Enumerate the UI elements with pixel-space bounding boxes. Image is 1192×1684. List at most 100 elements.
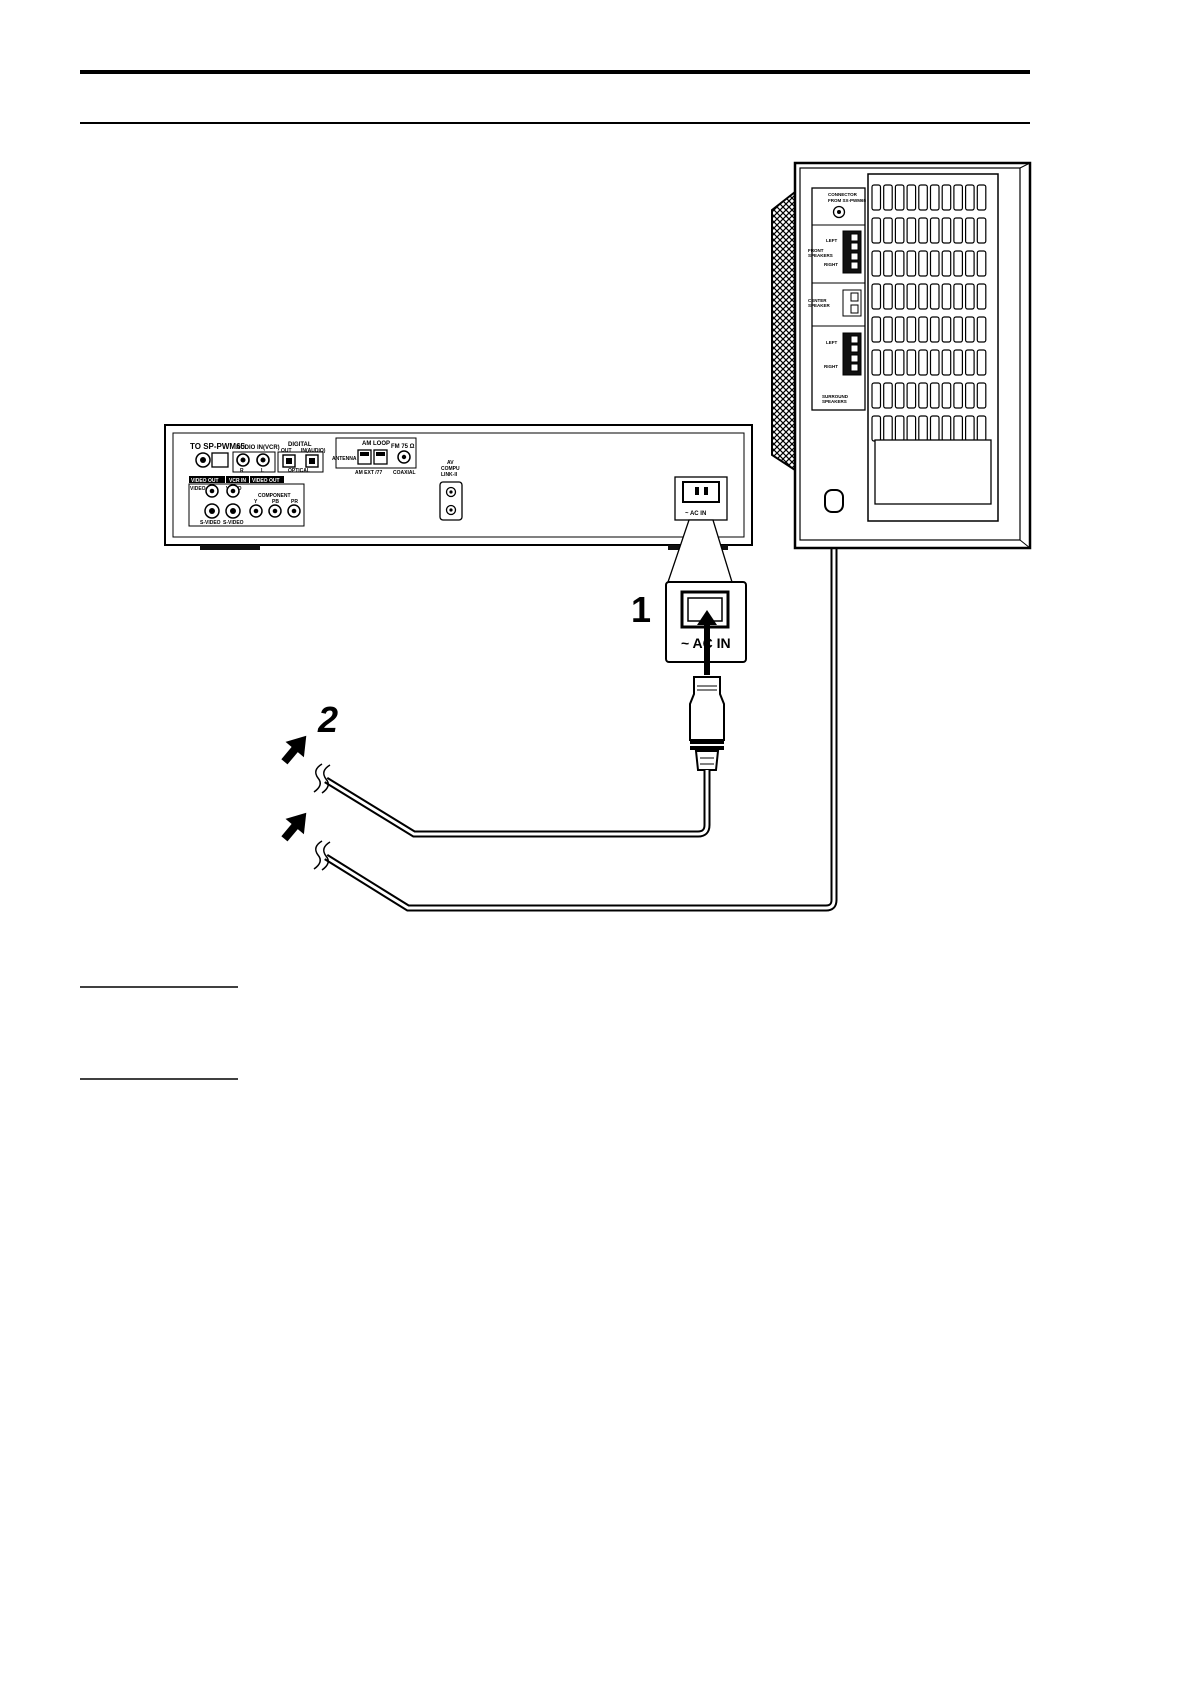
vent-slot [941, 349, 952, 376]
step-1-number: 1 [631, 589, 651, 630]
vent-slot [964, 250, 975, 277]
spk-label-left-b: LEFT [826, 340, 837, 345]
vent-slot [918, 184, 928, 211]
spk-label-surround-1: SURROUND [822, 394, 849, 399]
vent-slot [976, 250, 987, 277]
vent-slot [906, 184, 917, 211]
unit-label-in-audio: IN(AUDIO) [301, 448, 326, 454]
vent-slot [918, 415, 928, 442]
vent-slot [883, 250, 893, 277]
vent-slot [894, 217, 905, 244]
antenna-terminals: AM EXT /77 COAXIAL [335, 437, 417, 476]
vent-slot [953, 184, 964, 211]
spk-label-front-1: FRONT [808, 248, 824, 253]
vent-slot [906, 349, 917, 376]
vent-slot [964, 217, 975, 244]
vent-slot [871, 316, 882, 343]
vent-slot [976, 415, 987, 442]
power-cord-subwoofer [324, 500, 838, 912]
insert-arrow-head [697, 610, 717, 625]
vent-slot [941, 415, 952, 442]
outlet-arrow-upper [281, 735, 307, 765]
vent-slot [953, 316, 964, 343]
vent-slot [953, 415, 964, 442]
vent-slot [964, 349, 975, 376]
vent-slot [929, 349, 940, 376]
spk-label-surround-2: SPEAKERS [822, 399, 847, 404]
connection-diagram: TO SP-PWM65 AUDIO IN(VCR) DIGITAL OUT IN… [80, 70, 1032, 1080]
vent-slot [929, 283, 940, 310]
vent-slot [894, 382, 905, 409]
unit-label-av-compu-2: COMPU [441, 466, 460, 472]
vent-slot [929, 316, 940, 343]
power-plug [689, 676, 725, 771]
spk-label-connector-1: CONNECTOR [828, 192, 858, 197]
vent-slot [929, 250, 940, 277]
vent-slot [906, 217, 917, 244]
unit-label-y: Y [254, 499, 258, 505]
spk-label-center-1: CENTER [808, 298, 827, 303]
vent-slot [906, 283, 917, 310]
vent-slot [953, 283, 964, 310]
vent-slot [941, 184, 952, 211]
vent-slot [941, 382, 952, 409]
vent-slot [976, 184, 987, 211]
vent-slot [883, 184, 893, 211]
vent-slot [871, 349, 882, 376]
vent-slot [871, 415, 882, 442]
main-unit-rear-panel: TO SP-PWM65 AUDIO IN(VCR) DIGITAL OUT IN… [164, 424, 753, 550]
vent-slot [871, 283, 882, 310]
unit-label-video-a: VIDEO [190, 486, 206, 492]
vent-slot [894, 250, 905, 277]
unit-label-title: TO SP-PWM65 [190, 442, 246, 451]
vent-slot [953, 250, 964, 277]
vent-slot [894, 415, 905, 442]
vent-slot [929, 217, 940, 244]
unit-label-l: L [261, 468, 264, 474]
vent-slot [871, 382, 882, 409]
audio-in-group: R L [232, 451, 276, 474]
vent-slot [894, 184, 905, 211]
unit-label-av-compu-1: AV [447, 460, 454, 466]
unit-label-am-loop: AM LOOP [362, 441, 390, 447]
unit-label-antenna: ANTENNA [332, 456, 357, 462]
vent-slot [964, 184, 975, 211]
unit-label-av-compu-3: LINK-II [441, 472, 458, 478]
unit-label-video-out-b: VIDEO OUT [252, 478, 280, 484]
unit-label-audio-in: AUDIO IN(VCR) [236, 445, 280, 451]
subwoofer-rear-panel: CONNECTOR FROM SX-PWM65 LEFT FRONT SPEAK… [771, 161, 1032, 550]
spk-label-center-2: SPEAKER [808, 303, 831, 308]
unit-label-coaxial: COAXIAL [393, 470, 416, 476]
vent-slot [871, 184, 882, 211]
vent-slot [906, 382, 917, 409]
center-speaker-terminals [842, 289, 862, 317]
outlet-arrow-lower [281, 812, 307, 842]
vent-slot [883, 316, 893, 343]
multi-pin-connector [211, 452, 229, 468]
vent-slot [976, 217, 987, 244]
vent-slot [929, 415, 940, 442]
vent-slot [883, 415, 893, 442]
vent-slot [964, 283, 975, 310]
video-section: VIDEO OUT VCR IN VIDEO OUT VIDEO VIDEO S… [188, 476, 305, 527]
vent-slot [894, 316, 905, 343]
vent-slot [918, 250, 928, 277]
unit-label-svideo-a: S-VIDEO [200, 520, 221, 526]
av-compulink: AV COMPU LINK-II [439, 460, 463, 521]
vent-slot [871, 250, 882, 277]
unit-label-pr: PR [291, 499, 298, 505]
vent-slot [894, 349, 905, 376]
power-cord-unit [324, 770, 711, 838]
vent-slot [964, 382, 975, 409]
subwoofer-cord-grommet [824, 489, 844, 513]
unit-label-optical: OPTICAL [288, 468, 310, 474]
vent-slot [918, 382, 928, 409]
vent-slot [976, 349, 987, 376]
vent-slot [883, 217, 893, 244]
vent-slot [976, 283, 987, 310]
unit-label-am-ext: AM EXT /77 [355, 470, 382, 476]
vent-slot [953, 217, 964, 244]
unit-label-component: COMPONENT [258, 493, 291, 499]
unit-label-video-out-a: VIDEO OUT [191, 478, 219, 484]
unit-label-pb: PB [272, 499, 279, 505]
